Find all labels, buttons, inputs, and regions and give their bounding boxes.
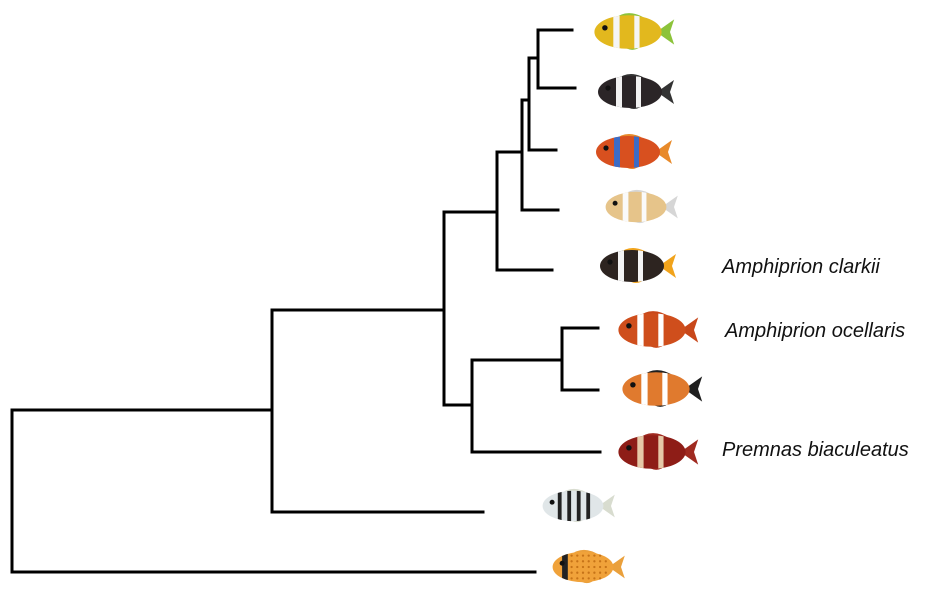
tomato-clownfish-icon bbox=[596, 132, 672, 172]
label-amphiprion-ocellaris: Amphiprion ocellaris bbox=[724, 320, 905, 342]
skunk-clownfish-icon bbox=[606, 188, 678, 226]
tree-branches bbox=[12, 30, 600, 572]
maroon-clownfish-icon bbox=[618, 431, 698, 473]
sergeant-major-fish-icon bbox=[543, 487, 615, 525]
label-premnas-biaculeatus: Premnas biaculeatus bbox=[722, 439, 909, 461]
clark-anemonefish-icon bbox=[600, 246, 676, 286]
black-clownfish-icon bbox=[598, 72, 674, 112]
species-labels: Amphiprion clarkii Amphiprion ocellaris … bbox=[721, 256, 909, 461]
yellow-clownfish-icon bbox=[594, 11, 674, 53]
butterflyfish-icon bbox=[553, 548, 625, 586]
percula-clownfish-icon bbox=[622, 368, 702, 410]
label-amphiprion-clarkii: Amphiprion clarkii bbox=[721, 256, 880, 278]
fish-icons bbox=[543, 11, 703, 586]
ocellaris-clownfish-icon bbox=[618, 309, 698, 351]
